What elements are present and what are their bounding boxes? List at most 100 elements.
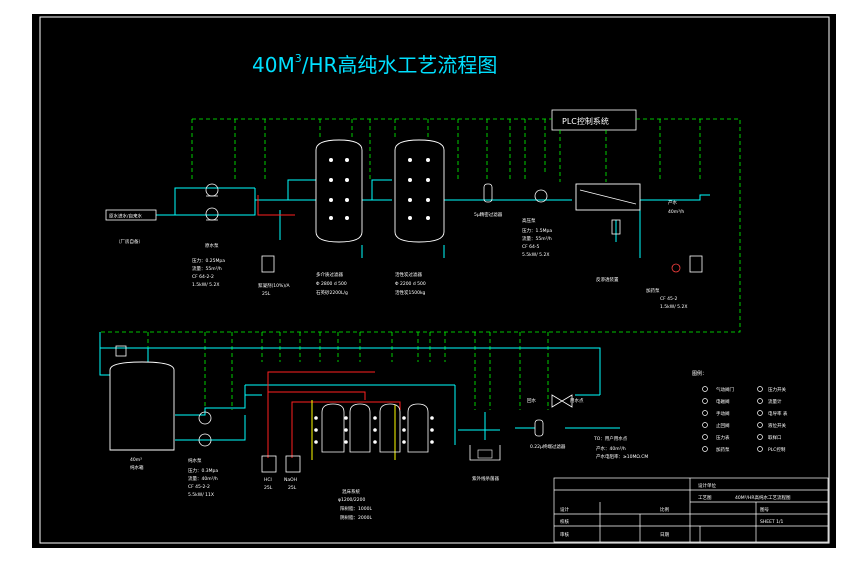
raw-pump-spec-1: 压力：0.25Mpa (192, 257, 225, 264)
drawing-type: 工艺图 (698, 495, 712, 501)
legend-item-4: 流量计 (768, 398, 782, 405)
tank-label: 纯水箱 (130, 464, 144, 471)
legend-item-7: 止回阀 (716, 422, 730, 429)
legend-item-1: 气动阀门 (716, 386, 734, 393)
delivery-pump-spec-3: CF 45-2-2 (188, 484, 210, 490)
outer-frame (39, 16, 830, 544)
raw-water-inlet-label: 原水进水/自来水 (109, 213, 143, 220)
mixed-bed-vessels[interactable] (321, 403, 429, 453)
raw-pump-spec-3: CF 64-2-2 (192, 274, 214, 280)
ro-product-flow: 40m³/h (668, 209, 684, 215)
delivery-pump-spec-1: 压力：0.3Mpa (188, 467, 218, 474)
legend-sample-port-icon (757, 434, 763, 440)
delivery-pump-1-icon[interactable] (198, 411, 212, 425)
legend-dosing-pump-icon (702, 446, 708, 452)
delivery-pump-spec-2: 流量：40m³/h (188, 475, 218, 482)
tank-level-icon (115, 345, 127, 357)
sand-filter-spec-1: Φ 2800 d 500 (316, 281, 347, 287)
legend-pneumatic-valve-icon (702, 386, 708, 392)
project-name: 40M³/HR高纯水工艺流程图 (735, 494, 791, 501)
sand-filter-label: 多介质过滤器 (316, 271, 343, 278)
carbon-filter-vessel[interactable] (394, 139, 445, 243)
flocculant-label: 絮凝剂(10%)/A (258, 282, 291, 289)
flocculant-tank[interactable] (261, 255, 275, 273)
legend-flowmeter-icon (757, 398, 763, 404)
pure-water-tank[interactable] (109, 361, 175, 451)
ro-membrane-line (579, 189, 637, 205)
ro-concentrate-valve[interactable] (611, 219, 621, 235)
dosing-pump-icon[interactable] (671, 263, 681, 273)
hp-pump-spec-3: CF 64-5 (522, 244, 540, 250)
acid-tank[interactable] (261, 455, 277, 473)
cartridge-label: 5μ精密过滤器 (474, 211, 503, 218)
delivery-pump-2-icon[interactable] (198, 433, 212, 447)
hp-pump-spec-4: 5.5kW/ 5.2X (522, 252, 549, 258)
plc-label: PLC控制系统 (562, 116, 609, 126)
mixed-bed-valves (314, 416, 434, 444)
cartridge-filter[interactable] (483, 183, 493, 203)
use-note-3: 产水电阻率：≥10MΩ.CM (596, 453, 648, 460)
cf-pump-spec-1: CF 45-2 (660, 296, 678, 302)
title-block (553, 477, 829, 543)
acid-label: HCl (264, 477, 272, 483)
sand-filter-spec-2: 石英砂2200L/g (316, 289, 348, 296)
legend-plc-icon (757, 446, 763, 452)
legend: 气动阀门 压力开关 电磁阀 流量计 手动阀 电导率 表 止回阀 液位开关 压力表… (702, 386, 788, 453)
legend-solenoid-icon (702, 398, 708, 404)
ro-product-label: 产水 (668, 199, 677, 206)
uv-lamp-icon (477, 449, 493, 459)
diagram-title: 40M3/HR高纯水工艺流程图 (252, 52, 497, 77)
plc-signal-lines (100, 118, 741, 410)
approver-label: 审核 (560, 531, 569, 538)
legend-item-8: 液位开关 (768, 422, 786, 429)
mixed-bed-spec-1: 阳树脂：1000L (340, 505, 372, 512)
hp-pump-label: 高压泵 (522, 217, 536, 224)
mixed-bed-label: 混床系统 (342, 488, 360, 495)
legend-conductivity-icon (757, 410, 763, 416)
raw-water-pumps[interactable] (205, 183, 219, 221)
plc-box[interactable] (551, 109, 637, 131)
caustic-volume: 25L (288, 485, 297, 491)
hp-pump-spec-2: 流量：55m³/h (522, 235, 552, 242)
uv-sterilizer[interactable] (469, 445, 501, 461)
carbon-filter-spec-2: 活性炭1500kg (395, 289, 426, 296)
raw-pump-label: 原水泵 (205, 242, 219, 249)
legend-title: 图例： (692, 370, 707, 377)
designer-label: 设计 (560, 506, 569, 513)
legend-pressure-switch-icon (757, 386, 763, 392)
hp-pump-spec-1: 压力：1.5Mpa (522, 227, 552, 234)
pre-treatment-pipes (156, 179, 710, 258)
company-label: 设计单位 (698, 482, 716, 489)
legend-check-valve-icon (702, 422, 708, 428)
legend-manual-valve-icon (702, 410, 708, 416)
return-valve-icon[interactable] (551, 394, 573, 408)
cf-pump-spec-2: 1.5kW/ 5.2X (660, 304, 687, 310)
legend-item-2: 压力开关 (768, 386, 786, 393)
checker-label: 校核 (560, 518, 569, 525)
use-note-2: 产水：40m³/h (596, 445, 626, 452)
hp-pump-icon[interactable] (534, 189, 548, 203)
legend-item-6: 电导率 表 (768, 410, 788, 417)
caustic-tank[interactable] (285, 455, 301, 473)
raw-water-inlet-box[interactable] (105, 209, 157, 221)
drawing-sheet (32, 14, 836, 548)
scale-inhibitor-tank[interactable] (689, 255, 703, 273)
carbon-filter-spec-1: Φ 2200 d 500 (395, 281, 426, 287)
legend-item-3: 电磁阀 (716, 398, 730, 405)
ro-unit-label: 反渗透装置 (596, 276, 619, 283)
plant-supply-label: （厂房自备） (116, 238, 143, 245)
carbon-filter-valves (408, 158, 430, 220)
ro-membrane-unit[interactable] (575, 183, 641, 211)
terminal-label: 用水点 (570, 397, 584, 404)
chemical-lines (257, 195, 401, 460)
delivery-pump-spec-4: 5.5kW/ 11X (188, 492, 214, 498)
sand-filter-vessel[interactable] (315, 139, 363, 243)
legend-level-switch-icon (757, 422, 763, 428)
legend-item-5: 手动阀 (716, 410, 730, 417)
date-label: 日期 (660, 532, 669, 538)
carbon-filter-label: 活性炭过滤器 (395, 271, 422, 278)
final-filter[interactable] (534, 419, 544, 437)
legend-item-10: 取样口 (768, 434, 782, 441)
